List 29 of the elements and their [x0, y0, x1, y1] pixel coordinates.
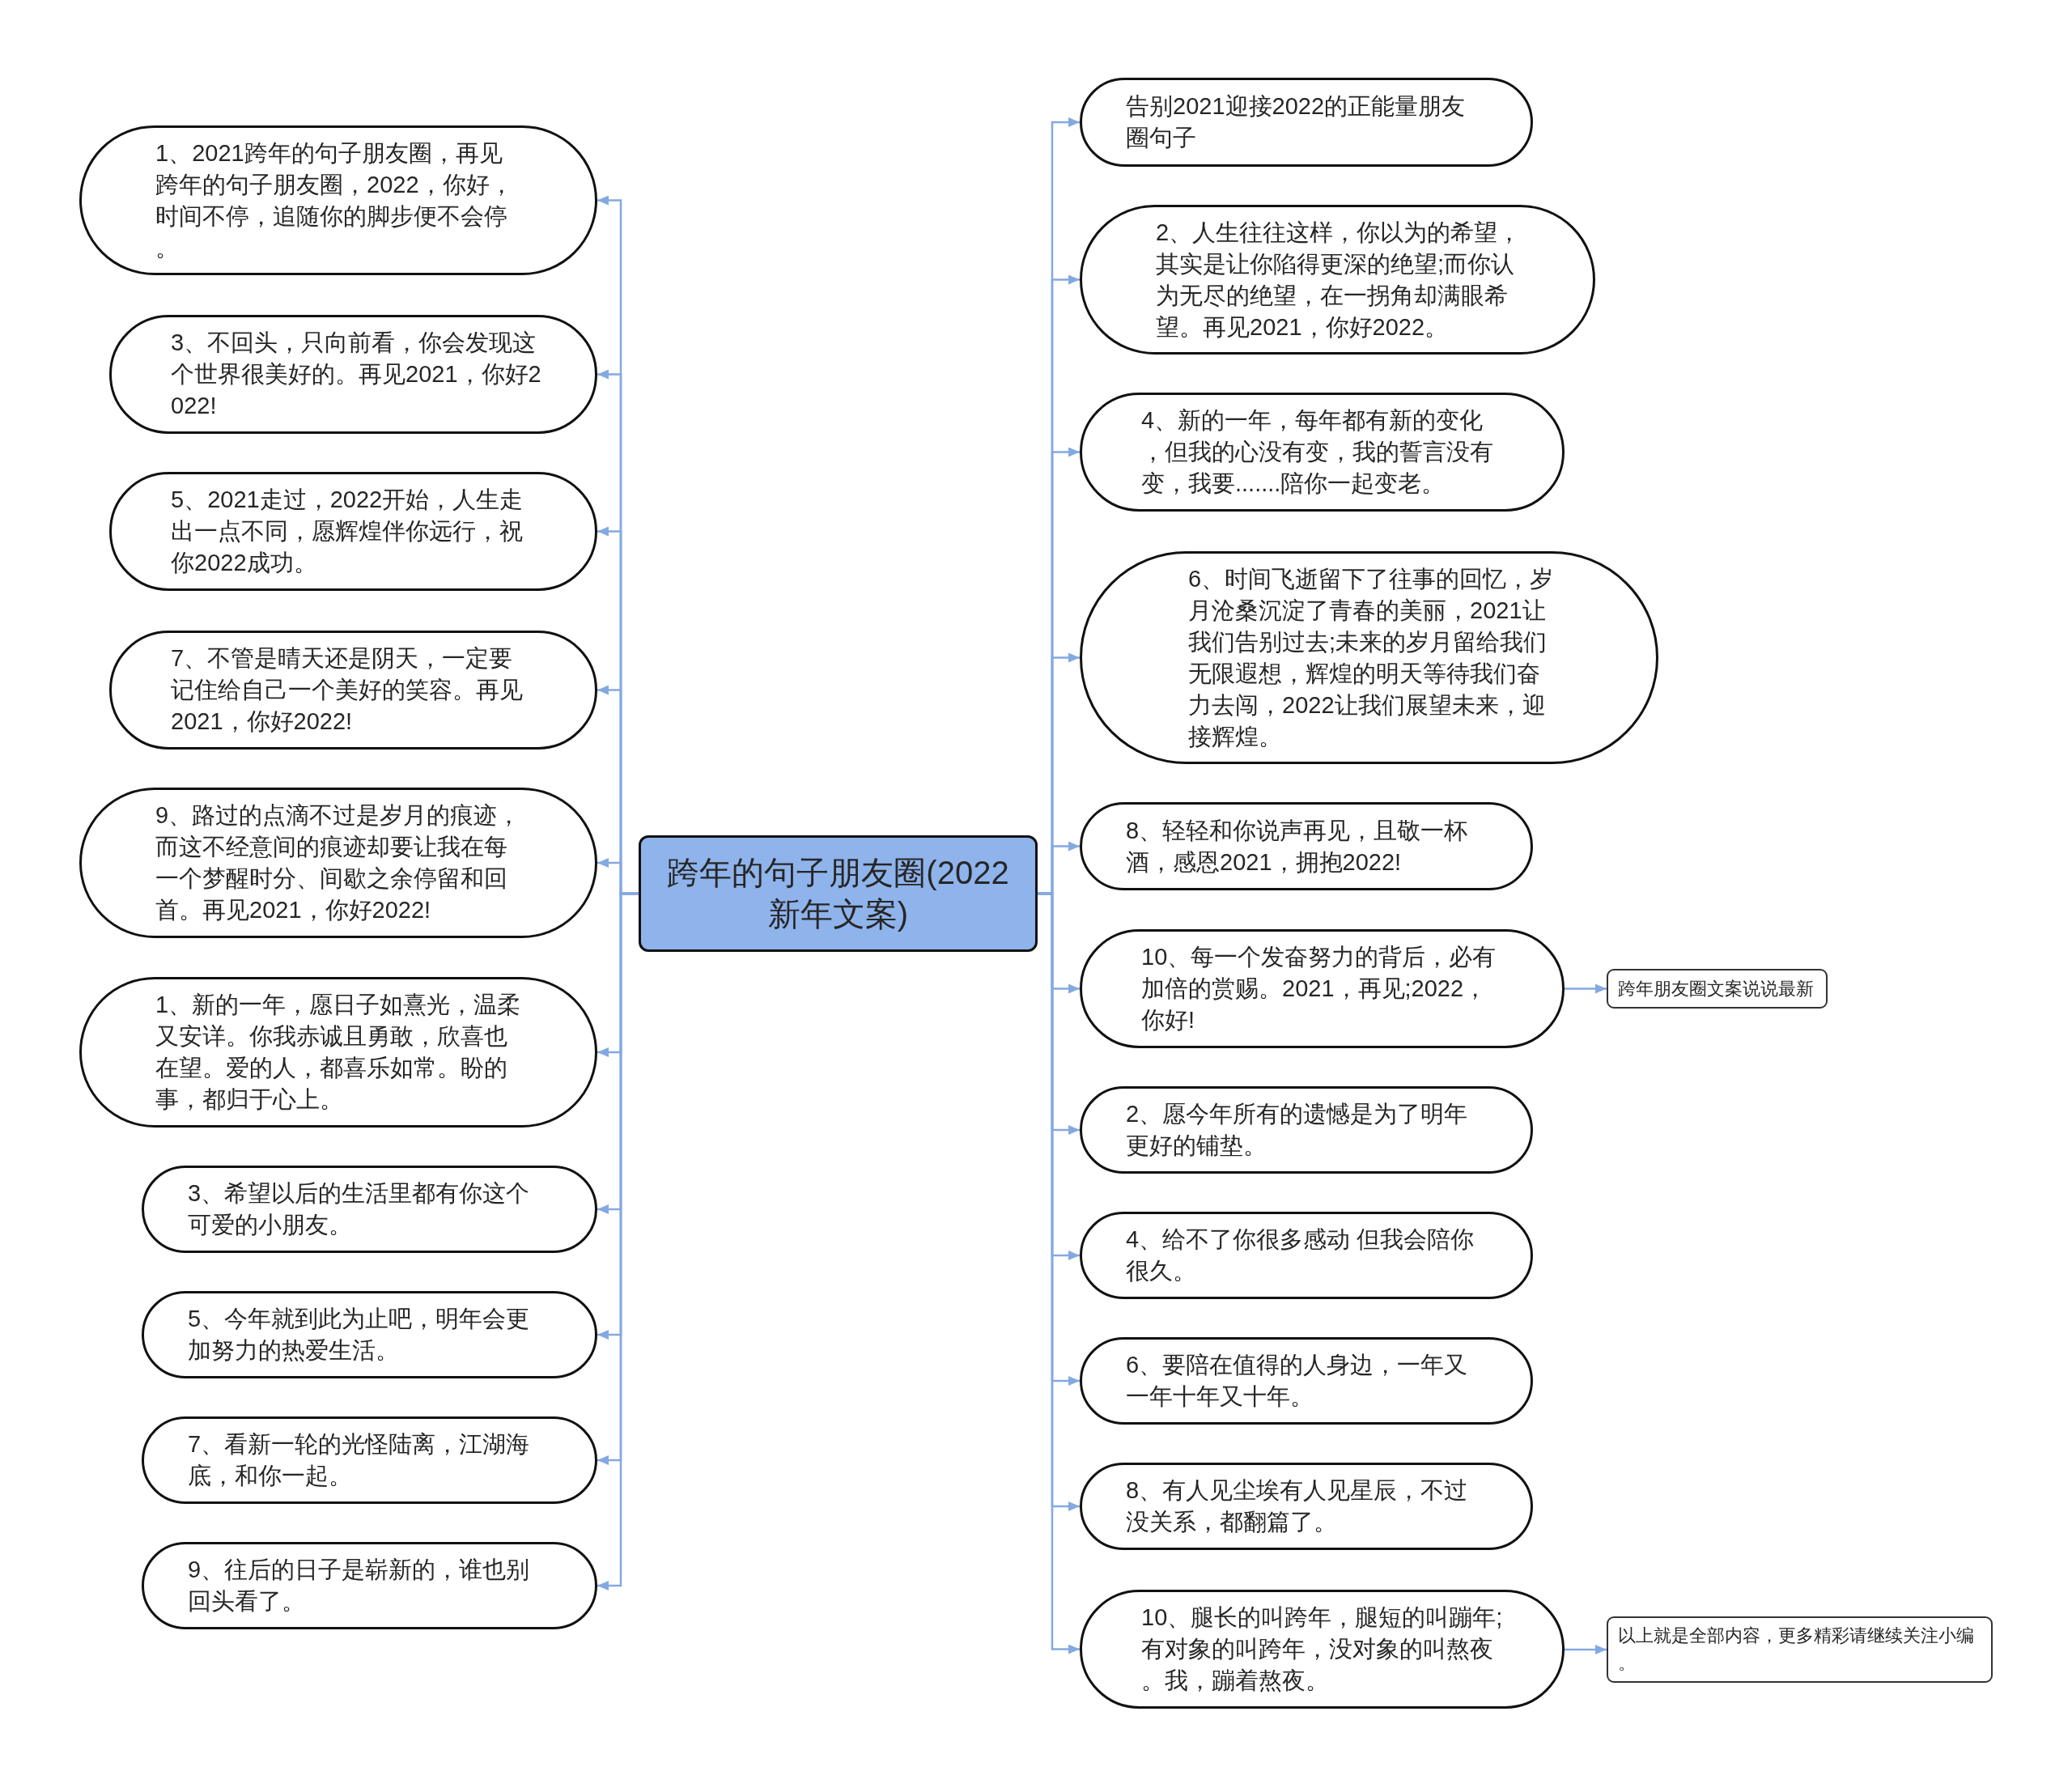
topic-text: 8、有人见尘埃有人见星辰，不过没关系，都翻篇了。 [1126, 1476, 1469, 1536]
note-box [1607, 1616, 1993, 1683]
note-box [1607, 969, 1828, 1009]
topic-text: 7、不管是晴天还是阴天，一定要记住给自己一个美好的笑容。再见2021，你好2022! [171, 644, 524, 736]
arrow [1565, 1645, 1607, 1654]
topic-text: 9、往后的日子是崭新的，谁也别回头看了。 [188, 1556, 531, 1616]
topic-text: 6、要陪在值得的人身边，一年又一年十年又十年。 [1126, 1351, 1469, 1411]
topic-text: 2、人生往往这样，你以为的希望，其实是让你陷得更深的绝望;而你认为无尽的绝望，在一拐角却满眼希望。再见2021，你好2022。 [1156, 218, 1522, 342]
topic-text: 9、路过的点滴不过是岁月的痕迹，而这不经意间的痕迹却要让我在每一个梦醒时分、间歇之余停留和回首。再见2021，你好2022! [155, 801, 521, 924]
topic-text: 1、2021跨年的句子朋友圈，再见跨年的句子朋友圈，2022，你好，时间不停，追随你的脚步便不会停。 [155, 138, 514, 262]
topic-text: 5、2021走过，2022开始，人生走出一点不同，愿辉煌伴你远行，祝你2022成功。 [171, 486, 524, 577]
topic-text: 5、今年就到此为止吧，明年会更加努力的热爱生活。 [188, 1305, 531, 1365]
topic-text: 4、新的一年，每年都有新的变化，但我的心没有变，我的誓言没有变，我要.......陪你一起变老。 [1141, 406, 1494, 498]
topic-text: 7、看新一轮的光怪陆离，江湖海底，和你一起。 [188, 1430, 531, 1490]
topic-text: 8、轻轻和你说声再见，且敬一杯酒，感恩2021，拥抱2022! [1126, 816, 1469, 877]
topic-text: 3、希望以后的生活里都有你这个可爱的小朋友。 [188, 1179, 531, 1239]
topic-text: 4、给不了你很多感动 但我会陪你很久。 [1126, 1225, 1475, 1285]
central-topic-text: 跨年的句子朋友圈(2022新年文案) [666, 854, 1010, 933]
note-text: 以上就是全部内容，更多精彩请继续关注小编。 [1618, 1624, 1975, 1675]
topic-text: 3、不回头，只向前看，你会发现这个世界很美好的。再见2021，你好2022! [171, 329, 542, 420]
topic-text: 6、时间飞逝留下了往事的回忆，岁月沧桑沉淀了青春的美丽，2021让我们告别过去;未来的岁月留给我们无限遐想，辉煌的明天等待我们奋力去闯，2022让我们展望未来，迎接辉煌。 [1188, 564, 1555, 751]
arrow [1565, 983, 1607, 994]
topic-text: 2、愿今年所有的遗憾是为了明年更好的铺垫。 [1126, 1100, 1469, 1160]
topic-text: 1、新的一年，愿日子如熹光，温柔又安详。你我赤诚且勇敢，欣喜也在望。爱的人，都喜乐如常。盼的事，都归于心上。 [155, 991, 521, 1114]
topic-text: 告别2021迎接2022的正能量朋友圈句子 [1126, 92, 1467, 152]
topic-text: 10、每一个发奋努力的背后，必有加倍的赏赐。2021，再见;2022，你好! [1141, 943, 1497, 1034]
note-text: 跨年朋友圈文案说说最新 [1618, 977, 1815, 1000]
central-topic-box [639, 835, 1038, 952]
topic-text: 10、腿长的叫跨年，腿短的叫蹦年;有对象的叫跨年，没对象的叫熬夜。我，蹦着熬夜。 [1141, 1603, 1504, 1695]
